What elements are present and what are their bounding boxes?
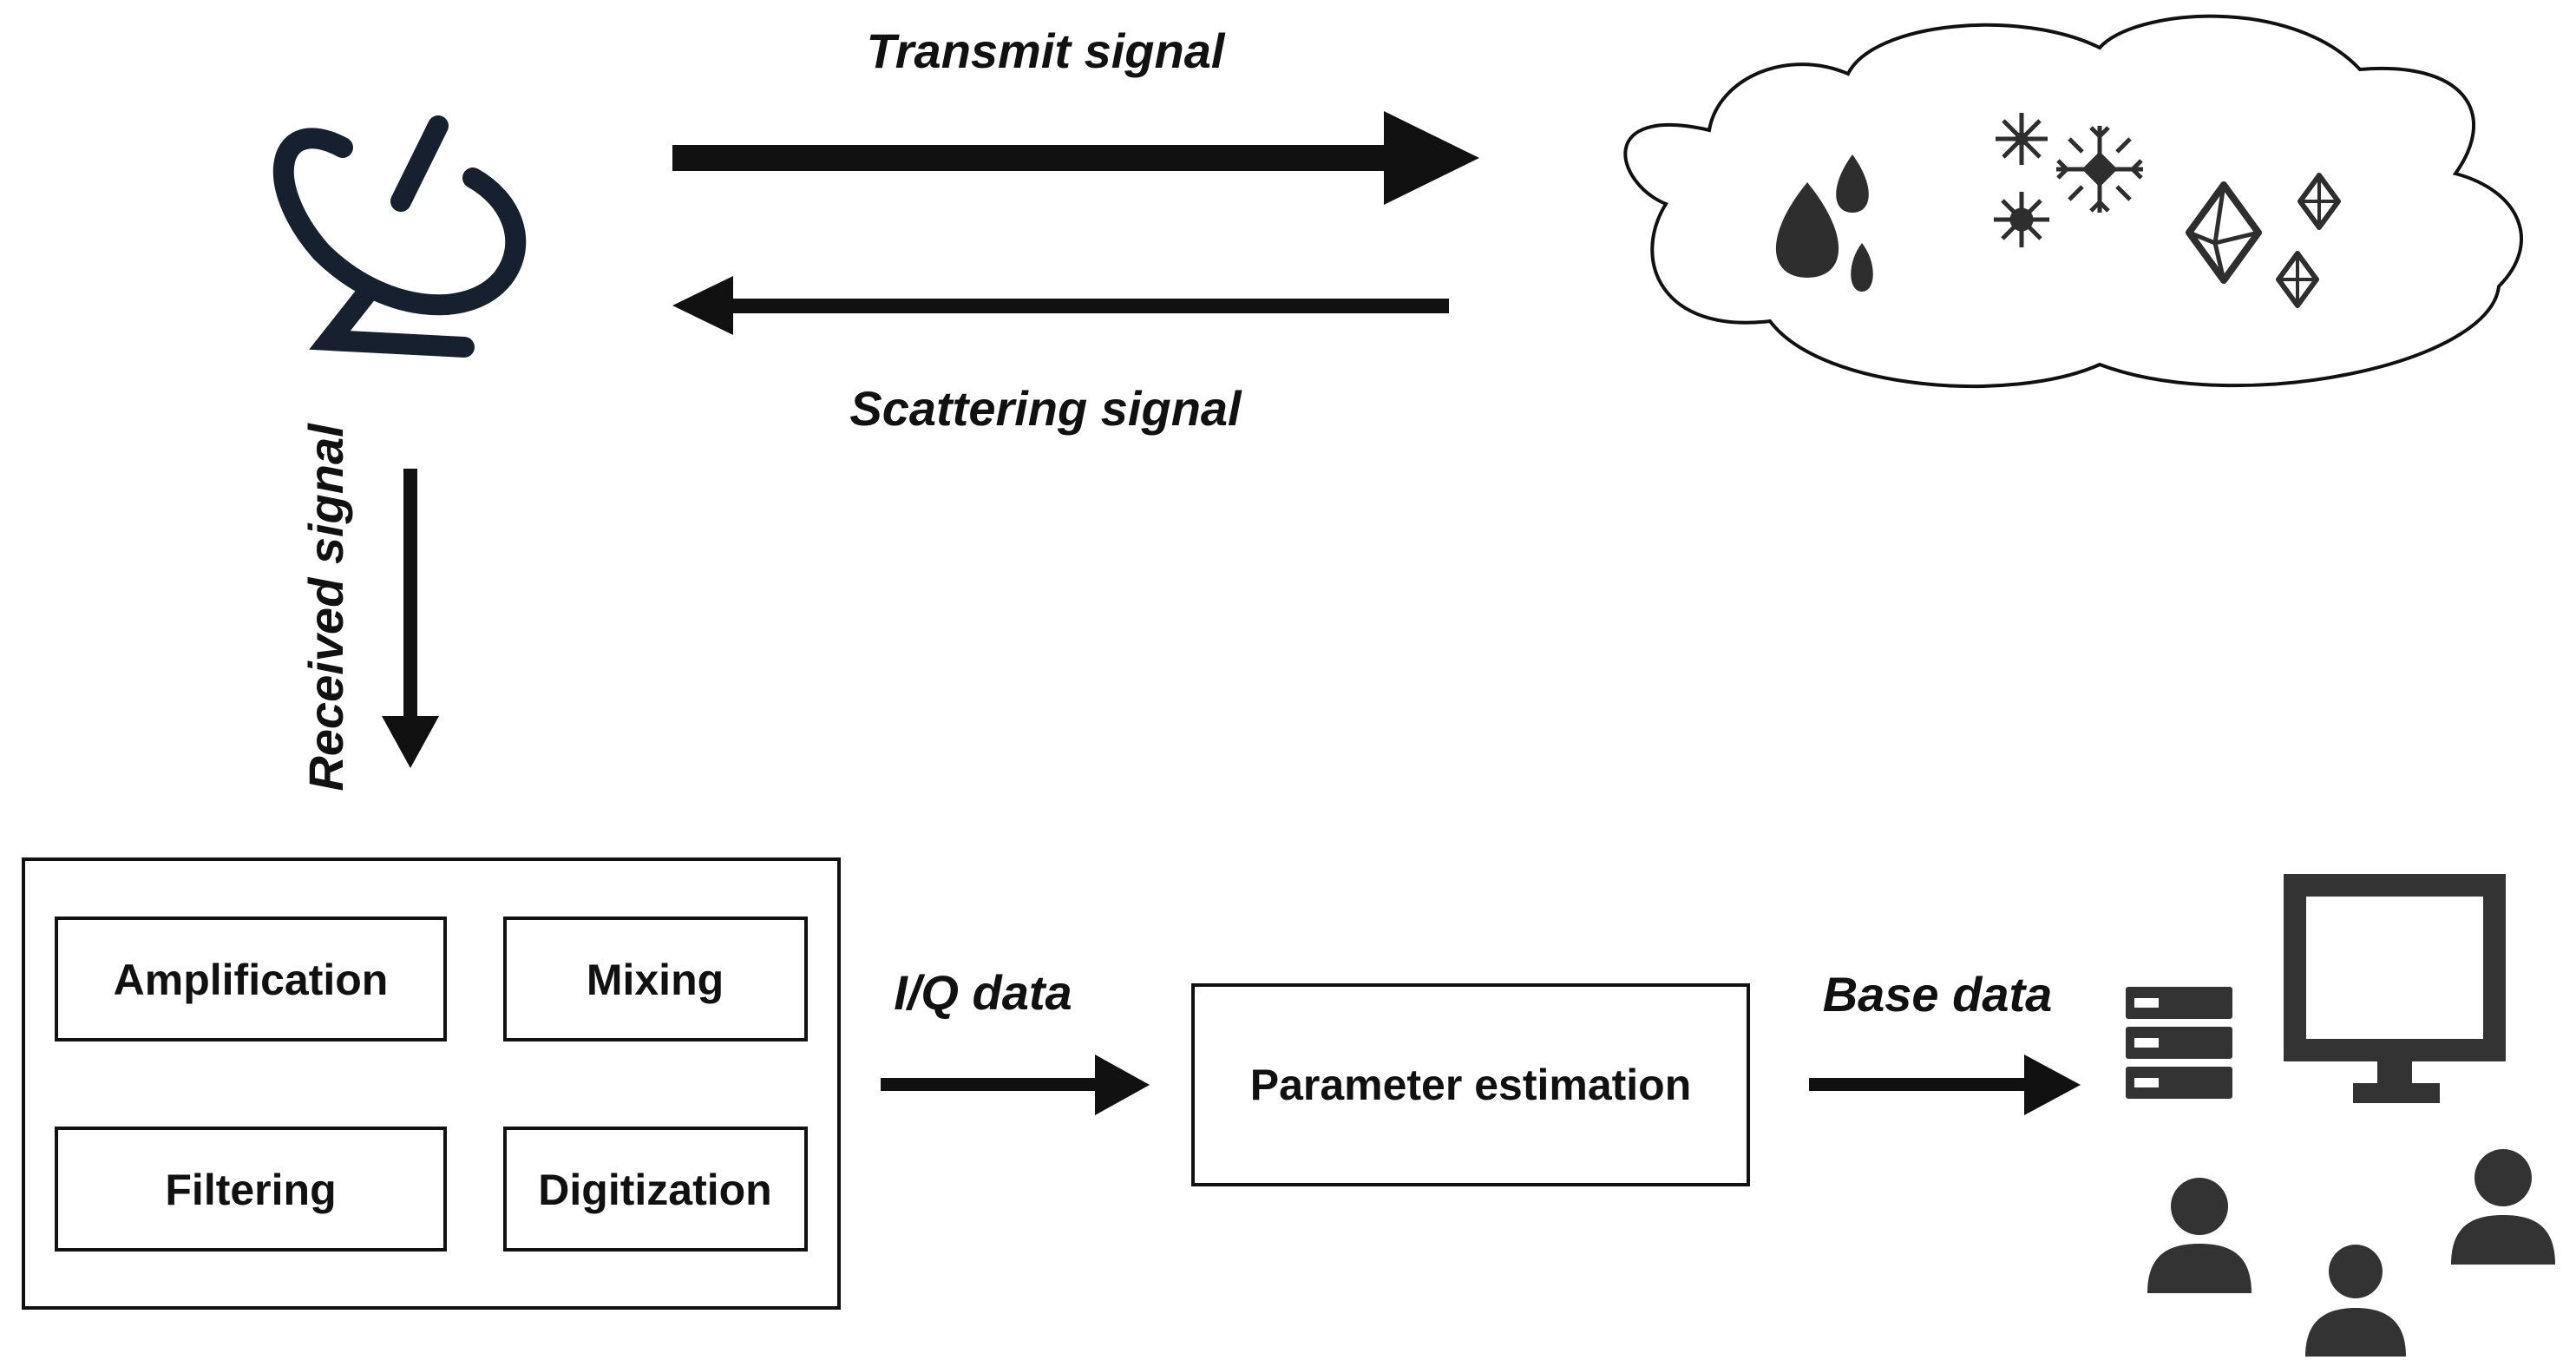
- received-signal-label: Received signal: [298, 423, 353, 792]
- amplification-label: Amplification: [114, 956, 389, 1004]
- raindrop-icon: [1775, 154, 1873, 292]
- parameter-estimation-label: Parameter estimation: [1250, 1061, 1692, 1109]
- base-data-arrow: [1809, 1054, 2081, 1115]
- base-data-label: Base data: [1823, 967, 2053, 1022]
- mixing-step: Mixing: [503, 917, 808, 1041]
- scattering-signal-label: Scattering signal: [849, 381, 1242, 436]
- iq-data-label: I/Q data: [894, 965, 1072, 1020]
- user-icon: [2147, 1149, 2555, 1357]
- transmit-signal-label: Transmit signal: [867, 23, 1226, 78]
- signal-processing-box: Amplification Mixing Filtering Digitizat…: [22, 857, 841, 1310]
- cloud-icon: [1623, 14, 2523, 389]
- received-arrow: [382, 469, 439, 768]
- server-icon: [2126, 987, 2232, 1099]
- snowflake-icon: [1994, 113, 2143, 247]
- iq-data-arrow: [881, 1054, 1150, 1115]
- filtering-label: Filtering: [165, 1166, 336, 1214]
- monitor-icon: [2284, 874, 2506, 1103]
- transmit-arrow: [672, 111, 1479, 205]
- mixing-label: Mixing: [587, 956, 724, 1004]
- amplification-step: Amplification: [55, 917, 447, 1041]
- filtering-step: Filtering: [55, 1127, 447, 1252]
- parameter-estimation-box: Parameter estimation: [1191, 983, 1750, 1186]
- ice-crystal-icon: [2186, 173, 2341, 308]
- digitization-step: Digitization: [503, 1127, 808, 1252]
- scattering-arrow: [672, 276, 1449, 335]
- radar-dish-icon: [272, 115, 527, 358]
- digitization-label: Digitization: [538, 1166, 771, 1214]
